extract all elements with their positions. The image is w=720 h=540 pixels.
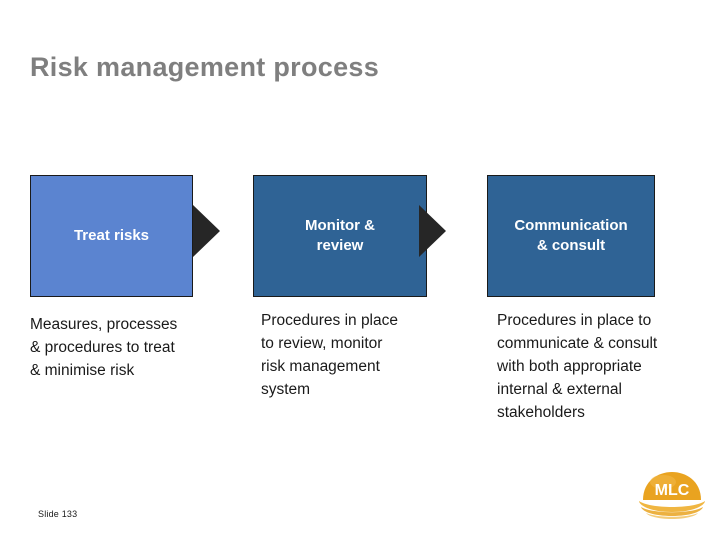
mlc-logo: MLC <box>636 468 708 522</box>
mlc-logo-text: MLC <box>655 482 690 499</box>
arrow-right-icon <box>419 205 446 257</box>
process-box-label: Communication & consult <box>514 216 628 254</box>
page-title: Risk management process <box>30 52 380 82</box>
process-box-label: Treat risks <box>73 226 150 244</box>
process-box-treat-risks[interactable]: Treat risks <box>30 175 193 297</box>
slide-number-label: Slide 133 <box>38 509 78 519</box>
process-box-communication-consult[interactable]: Communication & consult <box>487 175 655 297</box>
process-box-monitor-review[interactable]: Monitor & review <box>253 175 427 297</box>
process-box-label: Monitor & review <box>305 216 375 254</box>
process-description-treat-risks: Measures, processes & procedures to trea… <box>30 316 178 379</box>
process-description-monitor-review: Procedures in place to review, monitor r… <box>261 312 398 398</box>
process-description-communication-consult: Procedures in place to communicate & con… <box>497 312 658 421</box>
arrow-right-icon <box>193 205 220 257</box>
